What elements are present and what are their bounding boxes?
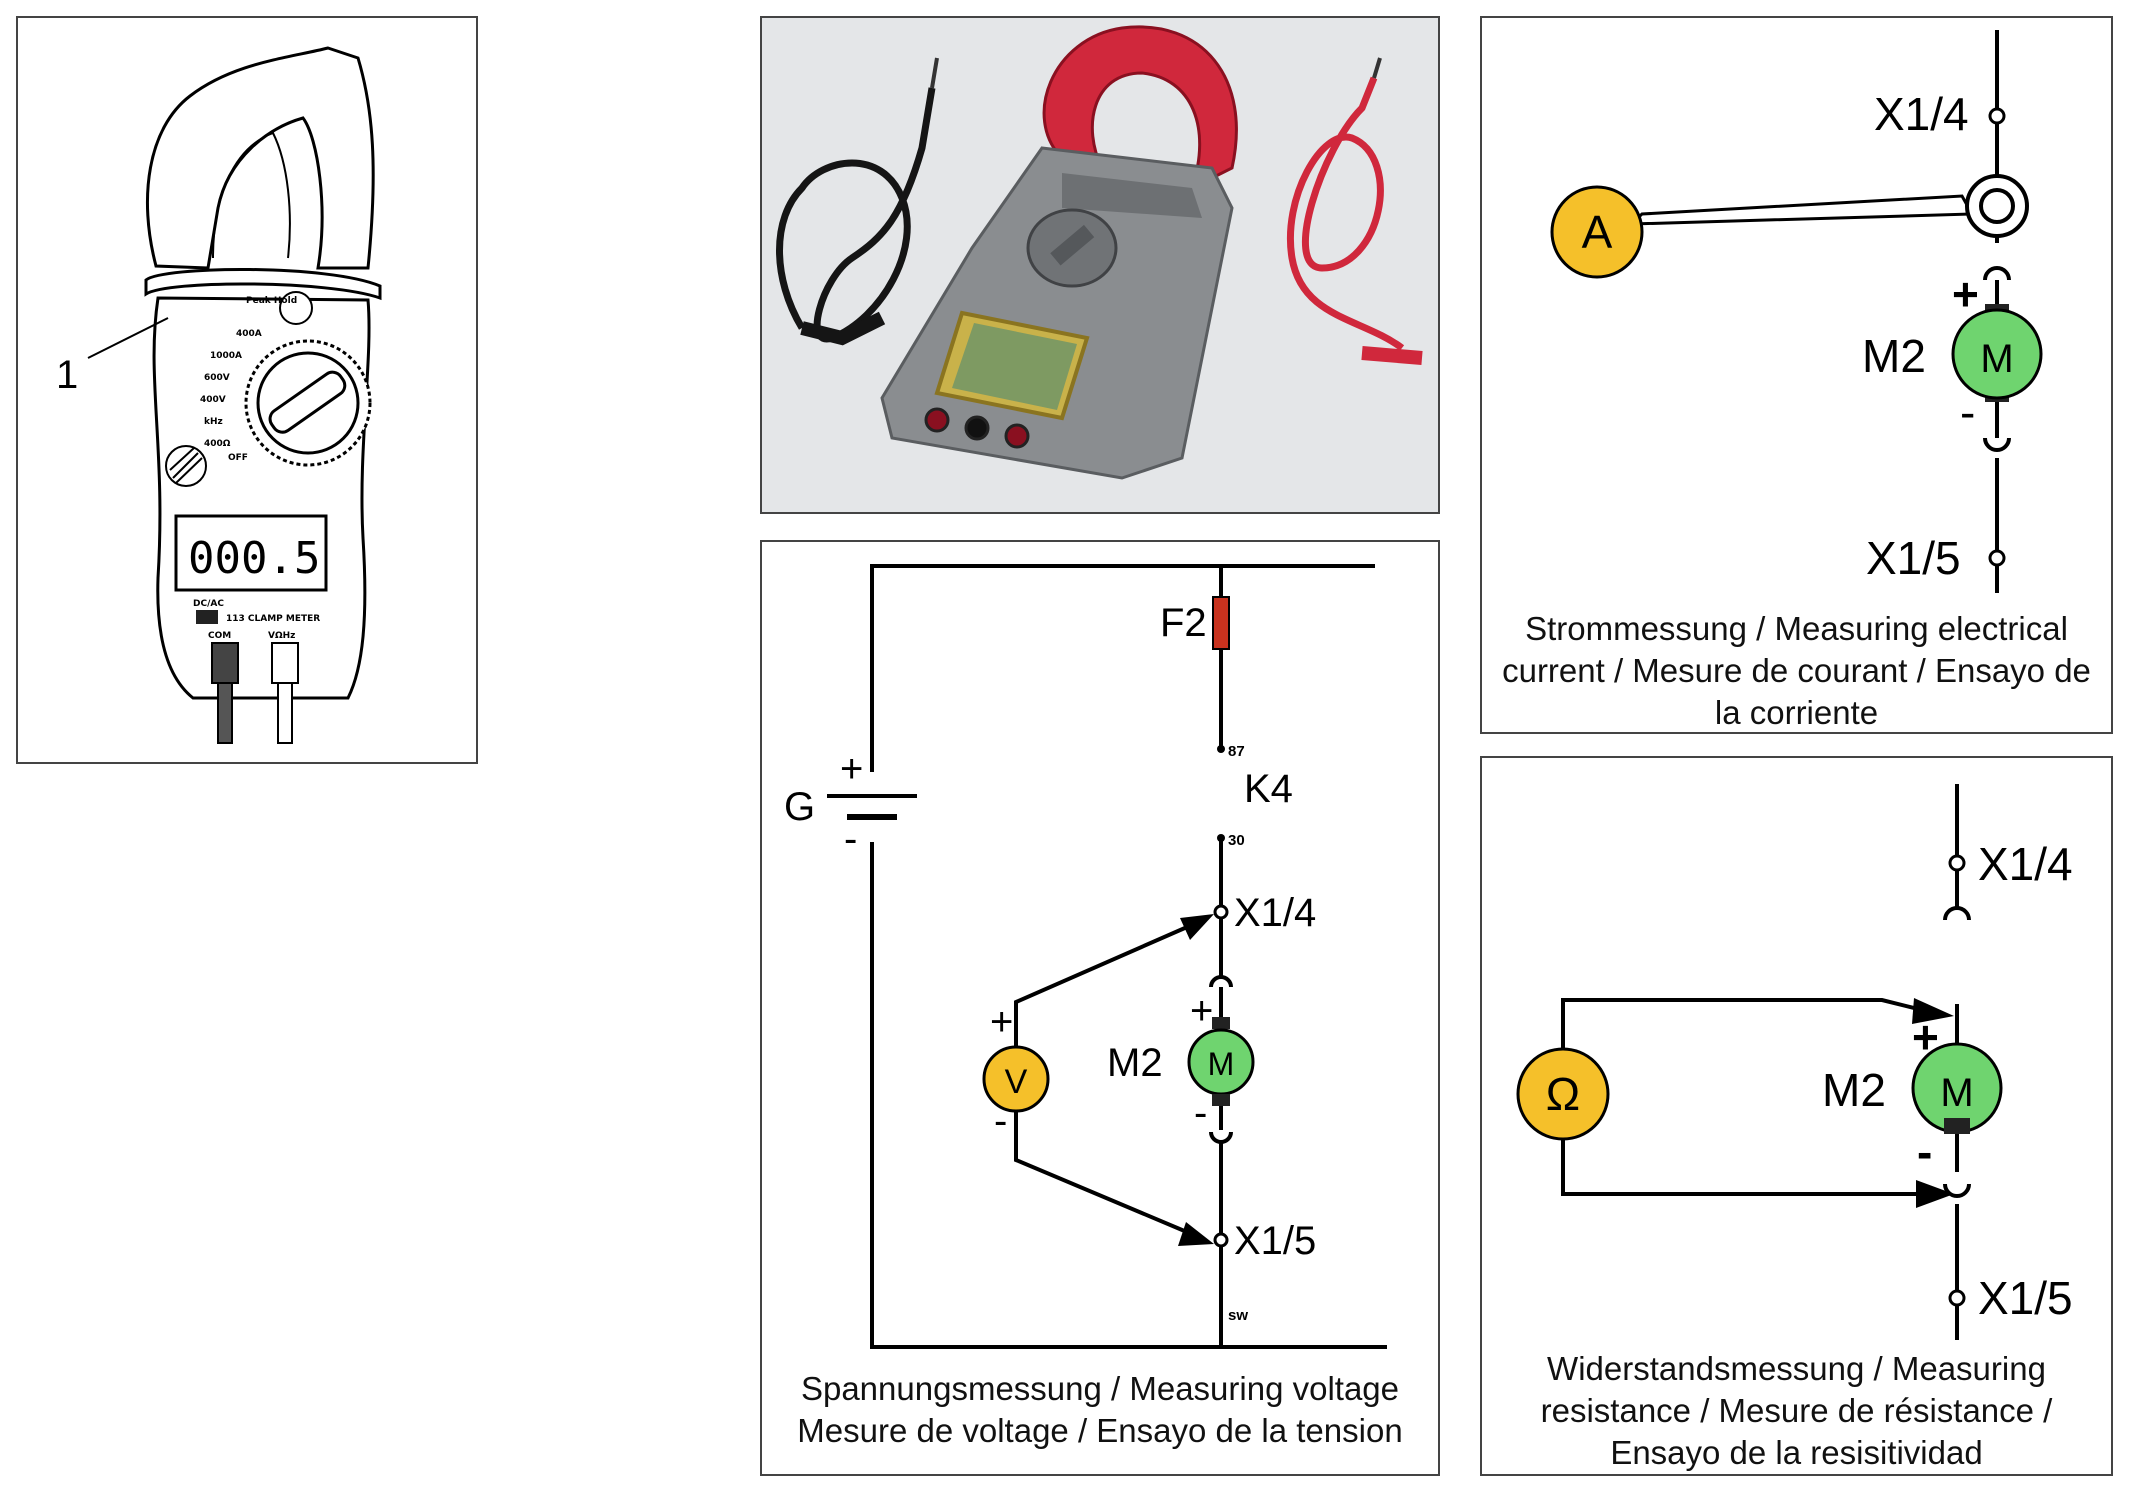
relay-k4-label: K4 (1244, 767, 1293, 811)
model-label: 113 CLAMP METER (226, 614, 320, 624)
battery-g-label: G (784, 785, 815, 829)
terminal-x1-5-label: X1/5 (1978, 1272, 2073, 1324)
relay-pin-87: 87 (1228, 743, 1245, 760)
current-measurement-panel: X1/4 A + M M2 - X1/5 Strommessung / Meas… (1480, 16, 2113, 734)
probe-lead-positive (1561, 998, 1931, 1049)
terminal-x1-5 (1213, 1232, 1229, 1248)
terminal-x1-4-label: X1/4 (1234, 891, 1316, 935)
relay-pin-30: 30 (1228, 832, 1245, 849)
com-jack-label: COM (208, 631, 231, 641)
current-caption: Strommessung / Measuring electrical curr… (1502, 610, 2091, 731)
resistance-measurement-panel: X1/4 + M M2 - X1/5 Ω Widerstandsmessung … (1480, 756, 2113, 1476)
clamp-meter-photo-panel (760, 16, 1440, 514)
motor-minus: - (1194, 1091, 1207, 1135)
vohz-jack (271, 642, 299, 684)
voltage-measurement-diagram: + - G F2 87 K4 30 X1/4 + M M2 - X1/5 sw (784, 564, 1387, 1349)
lcd-display (174, 514, 328, 592)
voltage-caption: Spannungsmessung / Measuring voltage Mes… (762, 1368, 1438, 1452)
motor-m2-icon (1951, 308, 2043, 400)
motor-symbol: M (1208, 1046, 1235, 1082)
range-ohm: 400Ω (204, 439, 231, 449)
terminal-x1-4 (1213, 904, 1229, 920)
battery-plus: + (840, 747, 863, 791)
probe-lead-positive (1014, 922, 1195, 1047)
range-1000a: 1000A (210, 351, 242, 361)
voltmeter-minus: - (994, 1099, 1007, 1143)
resistance-measurement-diagram: X1/4 + M M2 - X1/5 Ω (1516, 784, 2073, 1340)
range-400v: 400V (200, 395, 226, 405)
resistance-caption: Widerstandsmessung / Measuring resistanc… (1540, 1350, 2053, 1471)
ammeter-icon (1550, 185, 1644, 279)
clamp-meter-photo (776, 25, 1423, 480)
terminal-x1-5 (1948, 1289, 1966, 1307)
vohz-jack-label: VΩHz (268, 631, 295, 641)
red-clamp-jaw (1042, 25, 1238, 191)
black-test-lead (776, 87, 936, 343)
current-measurement-diagram: X1/4 A + M M2 - X1/5 (1550, 30, 2043, 593)
dcac-label: DC/AC (193, 599, 224, 609)
terminal-x1-4-label: X1/4 (1978, 838, 2073, 890)
terminal-x1-4-label: X1/4 (1874, 88, 1969, 140)
com-jack (211, 642, 239, 684)
callout-1: 1 (56, 353, 78, 397)
clamp-jaw (146, 46, 375, 270)
peak-hold-button (279, 291, 313, 325)
range-khz: kHz (204, 417, 223, 427)
motor-m2-label: M2 (1107, 1041, 1163, 1085)
fuse-f2 (1212, 596, 1230, 650)
probe-lead-negative (1561, 1139, 1930, 1196)
range-off: OFF (228, 453, 248, 463)
range-600v: 600V (204, 373, 230, 383)
ammeter-symbol: A (1582, 206, 1613, 258)
motor-m2-label: M2 (1822, 1064, 1886, 1116)
motor-symbol: M (1980, 337, 2013, 381)
motor-minus: - (1917, 1126, 1932, 1178)
red-test-lead (1287, 76, 1405, 351)
motor-plus: + (1190, 989, 1213, 1033)
motor-minus: - (1960, 386, 1975, 438)
probe-lead-negative (1014, 1111, 1195, 1237)
range-400a: 400A (236, 329, 262, 339)
voltage-caption-line1: Spannungsmessung / Measuring voltage (800, 1370, 1400, 1407)
motor-symbol: M (1940, 1071, 1973, 1115)
battery-minus: - (844, 817, 857, 861)
terminal-x1-5-label: X1/5 (1234, 1219, 1316, 1263)
terminal-x1-5 (1988, 549, 2006, 567)
lcd-reading: 000.5 (188, 533, 320, 584)
terminal-x1-4 (1988, 107, 2006, 125)
peak-hold-label: Peak Hold (246, 296, 297, 306)
clamp-meter-drawing-panel: Peak Hold 400A 1000A 600V 400V kHz 400Ω … (16, 16, 478, 764)
motor-m2-label: M2 (1862, 330, 1926, 382)
voltmeter-plus: + (990, 1000, 1013, 1044)
voltage-measurement-panel: + - G F2 87 K4 30 X1/4 + M M2 - X1/5 sw (760, 540, 1440, 1476)
voltmeter-symbol: V (1005, 1063, 1028, 1101)
terminal-x1-5-label: X1/5 (1866, 532, 1961, 584)
clamp-meter-drawing: Peak Hold 400A 1000A 600V 400V kHz 400Ω … (56, 46, 382, 744)
ohmmeter-symbol: Ω (1546, 1068, 1580, 1120)
fuse-f2-label: F2 (1160, 601, 1207, 645)
terminal-x1-4 (1948, 854, 1966, 872)
ground-sw-label: sw (1228, 1307, 1248, 1324)
voltage-caption-line2: Mesure de voltage / Ensayo de la tension (797, 1412, 1403, 1449)
motor-plus: + (1952, 268, 1979, 320)
